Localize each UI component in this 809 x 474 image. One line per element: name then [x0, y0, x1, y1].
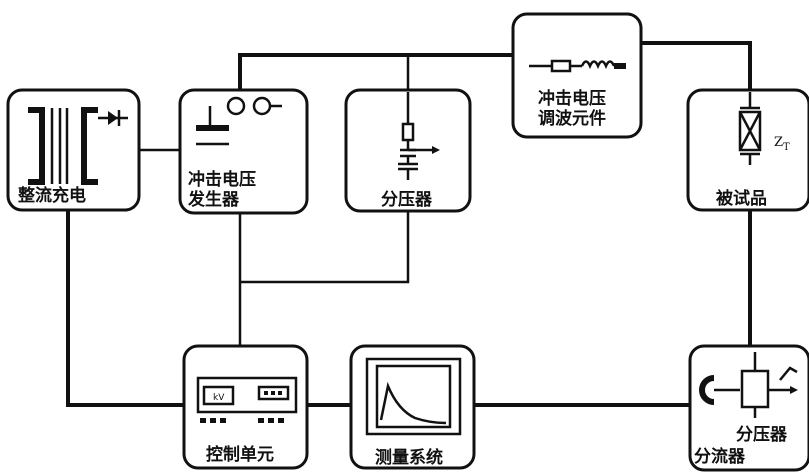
block-wave-tuning: 冲击电压 调波元件 — [511, 12, 643, 139]
block-rectifier: 整流充电 — [6, 88, 141, 212]
block-measurement: 测量系统 — [349, 344, 476, 470]
wire-top-bus-right — [641, 41, 752, 90]
block-generator: 冲击电压 发生器 — [178, 88, 309, 215]
connection-wires — [66, 41, 752, 407]
wire-divider-down — [240, 211, 410, 284]
wave-tuning-label-line1: 冲击电压 — [538, 88, 606, 109]
wave-tuning-label-line2: 调波元件 — [538, 108, 606, 129]
waveform-screen-icon — [365, 357, 462, 436]
block-test-object: ZT 被试品 — [686, 88, 809, 212]
generator-box — [178, 88, 309, 215]
diode-icon — [98, 110, 128, 126]
control-label: 控制单元 — [206, 444, 274, 465]
shunt-label: 分流器 — [694, 446, 746, 467]
divider-label: 分压器 — [381, 190, 433, 210]
voltage-divider-icon — [398, 92, 440, 180]
resistor-inductor-icon — [529, 59, 626, 73]
block-divider: 分压器 — [344, 88, 472, 213]
control-panel-icon: kV — [196, 376, 298, 423]
block-control: kV 控制单元 — [182, 344, 309, 470]
svg-text:kV: kV — [213, 393, 225, 403]
test-object-impedance-label: ZT — [774, 135, 790, 153]
wave-tuning-box — [511, 12, 643, 139]
measurement-box — [349, 344, 476, 470]
wire-rectifier-control — [66, 210, 184, 407]
generator-label-line1: 冲击电压 — [188, 169, 256, 190]
wire-top-bus-left — [238, 53, 513, 90]
control-box — [182, 344, 309, 470]
shunt-divider-label: 分压器 — [736, 425, 788, 445]
transformer-icon — [28, 107, 98, 185]
measurement-label: 测量系统 — [375, 447, 443, 468]
test-object-icon — [738, 92, 762, 165]
generator-label-line2: 发生器 — [187, 189, 240, 210]
capacitor-gap-icon — [196, 96, 282, 146]
rectifier-label: 整流充电 — [18, 185, 86, 206]
block-shunt: 分压器 分流器 — [688, 344, 809, 472]
test-object-label: 被试品 — [716, 188, 767, 209]
shunt-divider-icon — [699, 352, 798, 418]
